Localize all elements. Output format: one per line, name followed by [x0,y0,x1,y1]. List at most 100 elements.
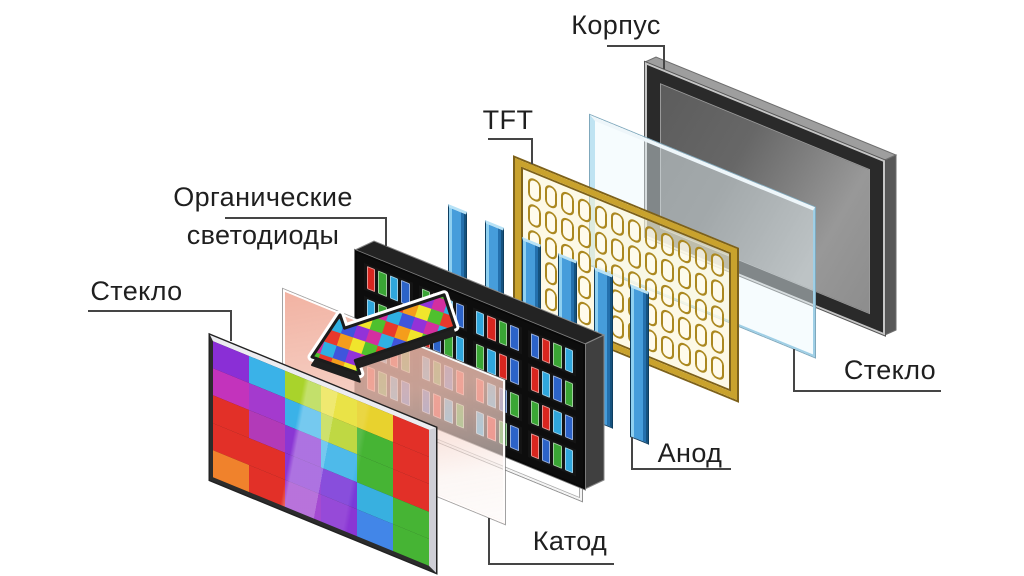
oled-subpixel-stripe [510,357,519,385]
leader-case-v [663,45,665,69]
oled-subpixel-stripe [564,380,573,407]
tft-pixel-well [694,347,708,375]
tft-pixel-well [628,217,641,245]
leader-cathode-v [488,518,490,565]
oled-subpixel-stripe [389,275,399,302]
oled-subpixel-stripe [378,303,387,331]
tft-pixel-well [661,256,674,284]
oled-subpixel-stripe [553,342,562,369]
oled-subpixel-stripe [367,299,376,326]
tft-pixel-well [578,222,591,250]
tft-pixel-well [661,282,674,310]
tft-pixel-well [678,289,691,317]
tft-pixel-well [711,277,724,305]
tft-pixel-well [594,203,608,231]
oled-subpixel-stripe [530,332,539,360]
oled-subpixel-stripe [553,375,562,403]
leader-organic-h [225,217,387,219]
oled-subpixel-stripe [476,343,485,371]
tft-pixel-well [611,262,624,290]
tft-pixel-well [611,236,624,264]
tft-pixel-well [678,263,691,291]
oled-subpixel-stripe [444,330,453,358]
tft-pixel-well [578,248,591,276]
oled-subpixel-stripe [530,399,539,427]
leader-tft-v [531,138,533,164]
leader-cathode-h [488,563,614,565]
tft-pixel-well [528,202,541,230]
oled-subpixel-stripe [510,391,519,418]
oled-subpixel-stripe [367,265,376,293]
tft-pixel-well [678,237,691,265]
tft-pixel-well [678,341,691,369]
tft-pixel-well [544,208,558,236]
oled-subpixel-stripe [530,366,539,393]
tft-pixel-well [544,286,558,314]
oled-subpixel-stripe [553,442,562,469]
tft-pixel-well [544,183,558,211]
label-glass-back: Стекло [843,355,937,385]
oled-subpixel-stripe [421,288,430,315]
label-glass-front: Стекло [90,276,183,306]
oled-subpixel-stripe [530,432,539,460]
label-anode: Анод [657,438,723,468]
tft-pixel-well [644,224,658,252]
oled-subpixel-stripe [389,308,399,336]
tft-pixel-well [644,249,658,277]
label-organic-leds-line2: светодиоды [186,220,340,250]
tft-pixel-well [544,260,558,288]
oled-subpixel-stripe [378,270,387,298]
tft-pixel-well [694,270,708,298]
oled-subpixel-stripe [541,370,551,398]
oled-subpixel-stripe [432,326,442,353]
label-tft: TFT [482,105,534,135]
leader-organic-v [385,217,387,246]
tft-pixel-well [711,303,724,331]
tft-pixel-well [544,234,558,262]
oled-subpixel-stripe [455,302,464,329]
leader-case-h [607,45,664,47]
tft-pixel-well [661,231,674,259]
label-case: Корпус [571,10,661,40]
oled-subpixel-stripe [564,346,573,374]
tft-pixel-well [611,287,624,315]
tft-pixel-well [694,322,708,350]
oled-subpixel-stripe [444,297,453,325]
anode-bar [630,284,649,445]
tft-pixel-well [661,334,674,362]
tft-pixel-well [611,210,624,238]
oled-subpixel-stripe [401,279,410,307]
tft-pixel-well [578,300,591,328]
oled-subpixel-stripe [553,408,562,436]
tft-pixel-well [661,308,674,336]
tft-pixel-well [594,229,608,257]
tft-pixel-well [694,296,708,324]
leader-anode-v [631,437,633,470]
oled-subpixel-stripe [498,353,508,380]
oled-subpixel-stripe [421,321,430,349]
leader-glass-back-v [793,349,795,392]
oled-subpixel-stripe [476,310,485,338]
tft-pixel-well [578,196,591,224]
tft-pixel-well [578,274,591,302]
oled-subpixel-stripe [455,335,464,363]
oled-subpixel-stripe [541,337,551,365]
leader-glass-back-h [793,390,941,392]
tft-pixel-well [678,315,691,343]
tft-pixel-well [528,176,541,204]
oled-subpixel-stripe [564,446,573,474]
tft-pixel-well [711,328,724,356]
tft-pixel-well [611,313,624,341]
leader-glass-front-v [230,310,232,341]
tft-pixel-well [711,354,724,382]
leader-anode-h [631,468,731,470]
tft-pixel-well [694,244,708,272]
oled-subpixel-stripe [432,292,442,320]
anode-bar [594,267,613,429]
tft-pixel-well [711,251,724,279]
label-organic-leds-line1: Органические [173,182,353,212]
oled-subpixel-stripe [541,437,551,465]
oled-subpixel-stripe [401,313,410,340]
oled-subpixel-stripe [487,348,496,376]
